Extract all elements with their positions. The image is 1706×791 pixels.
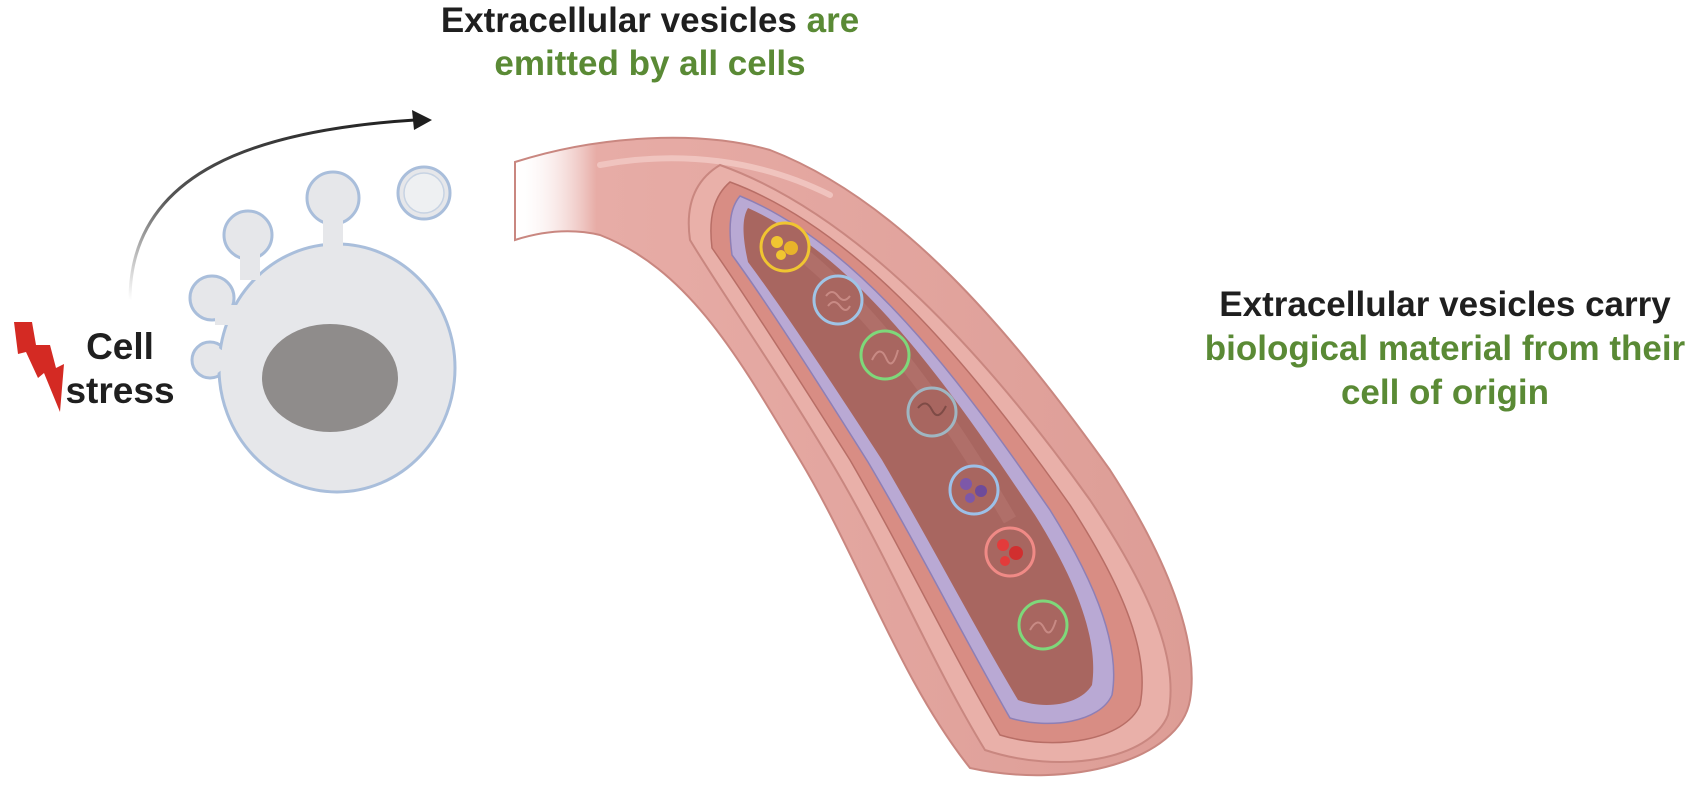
caption-stress-line-2: stress <box>65 370 174 411</box>
vesicle-6 <box>986 528 1034 576</box>
caption-cell-stress: Cell stress <box>55 325 185 414</box>
caption-cargo-dark: Extracellular vesicles carry <box>1219 285 1670 324</box>
vesicle-5 <box>950 466 998 514</box>
caption-cargo-green-1: biological material from their <box>1205 329 1685 368</box>
caption-stress-line-1: Cell <box>86 326 154 367</box>
caption-emission: Extracellular vesicles are emitted by al… <box>330 0 970 85</box>
nucleus <box>262 324 398 432</box>
arrow-head <box>412 110 432 130</box>
caption-emission-green-2: emitted by all cells <box>494 44 805 83</box>
caption-cargo-green-2: cell of origin <box>1341 373 1549 412</box>
released-vesicle <box>398 167 450 219</box>
vesicle-3 <box>861 331 909 379</box>
caption-cargo: Extracellular vesicles carry biological … <box>1185 283 1705 414</box>
vesicle-7 <box>1019 601 1067 649</box>
caption-emission-green-1: are <box>807 1 860 40</box>
cell <box>190 172 455 492</box>
blood-vessel <box>515 138 1192 775</box>
vesicle-2 <box>814 276 862 324</box>
vesicle-1 <box>761 223 809 271</box>
vesicle-4 <box>908 388 956 436</box>
caption-emission-dark: Extracellular vesicles <box>441 1 807 40</box>
